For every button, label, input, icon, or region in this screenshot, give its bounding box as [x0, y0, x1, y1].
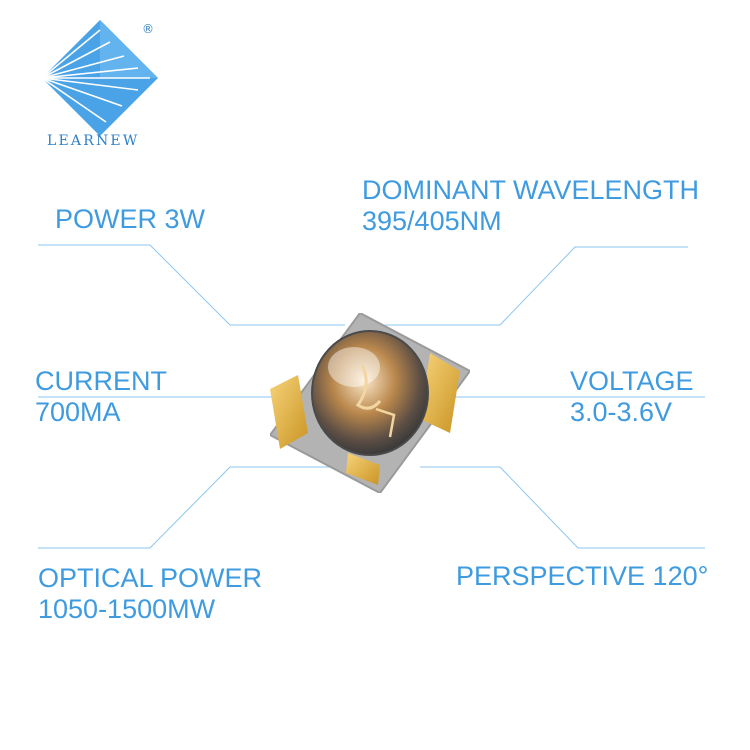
current-label: CURRENT [35, 366, 167, 396]
learnew-logo [41, 20, 158, 136]
optical-power-value: 1050-1500MW [38, 594, 216, 624]
current-value: 700MA [35, 397, 121, 427]
perspective-spec: PERSPECTIVE 120° [456, 561, 708, 592]
wavelength-label: DOMINANT WAVELENGTH [362, 175, 700, 205]
brand-name: LEARNEW [47, 133, 140, 149]
optical-power-spec: OPTICAL POWER 1050-1500MW [38, 563, 262, 625]
uv-led-chip-icon [270, 313, 470, 493]
voltage-value: 3.0-3.6V [570, 397, 673, 427]
voltage-label: VOLTAGE [570, 366, 694, 396]
wavelength-spec: DOMINANT WAVELENGTH 395/405NM [362, 175, 699, 237]
perspective-label: PERSPECTIVE 120° [456, 561, 709, 591]
power-label: POWER 3W [55, 204, 206, 234]
registered-trademark: ® [142, 22, 154, 36]
current-spec: CURRENT 700MA [35, 366, 167, 428]
power-spec: POWER 3W [55, 204, 205, 235]
optical-power-label: OPTICAL POWER [38, 563, 263, 593]
wavelength-value: 395/405NM [362, 206, 502, 236]
voltage-spec: VOLTAGE 3.0-3.6V [570, 366, 694, 428]
